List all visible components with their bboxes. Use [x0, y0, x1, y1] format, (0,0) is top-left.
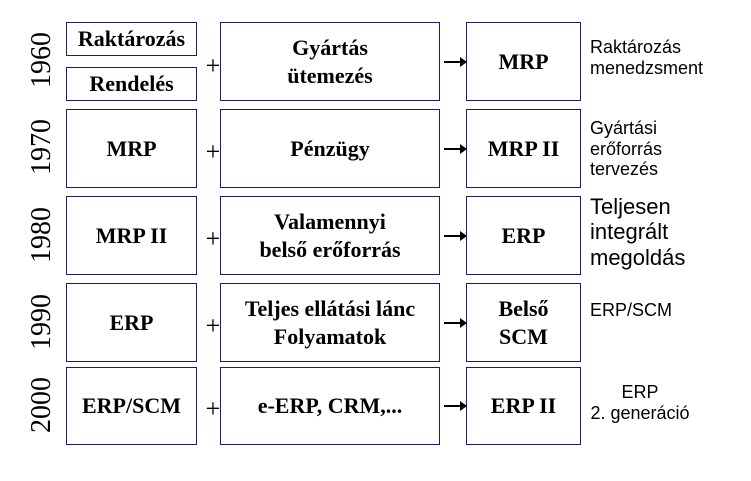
description-1980: Teljesen integrált megoldás: [590, 194, 686, 270]
input-box-1990: ERP: [66, 283, 197, 362]
process-line: e-ERP, CRM,...: [257, 393, 403, 419]
plus-operator: +: [205, 311, 221, 340]
description-1990: ERP/SCM: [590, 300, 673, 320]
process-line: Gyártás: [292, 35, 368, 60]
input-box-rendeles: Rendelés: [66, 67, 197, 101]
input-label: Rendelés: [89, 71, 174, 97]
input-label: ERP: [109, 309, 154, 335]
year-label-1970: 1970: [26, 119, 57, 175]
plus-operator: +: [205, 224, 221, 253]
output-line: Belső: [498, 296, 549, 321]
input-box-1980: MRP II: [66, 196, 197, 275]
description-1970: Gyártási erőforrás tervezés: [590, 118, 663, 180]
description-2000: ERP 2. generáció: [590, 382, 690, 423]
year-label-2000: 2000: [26, 377, 57, 433]
input-box-raktarozas: Raktározás: [66, 22, 197, 56]
process-line: ütemezés: [287, 62, 373, 88]
arrow-right-icon: [444, 144, 467, 154]
process-box-2000: e-ERP, CRM,...: [220, 367, 440, 445]
process-line: belső erőforrás: [259, 236, 401, 262]
output-line: ERP: [501, 222, 546, 248]
output-box-2000: ERP II: [466, 367, 581, 445]
output-line: MRP II: [487, 135, 560, 161]
process-line: Folyamatok: [273, 323, 387, 349]
process-box-1990: Teljes ellátási lánc Folyamatok: [220, 283, 440, 362]
plus-operator: +: [205, 394, 221, 423]
input-label: MRP II: [95, 222, 168, 248]
output-line: SCM: [499, 323, 548, 349]
input-box-1970: MRP: [66, 109, 197, 188]
output-line: ERP II: [490, 393, 557, 419]
plus-operator: +: [205, 51, 221, 80]
output-box-1970: MRP II: [466, 109, 581, 188]
arrow-right-icon: [444, 57, 467, 67]
input-box-2000: ERP/SCM: [66, 367, 197, 445]
process-line: Pénzügy: [290, 135, 370, 161]
output-line: MRP: [498, 48, 549, 74]
output-box-1990: Belső SCM: [466, 283, 581, 362]
year-label-1960: 1960: [26, 32, 57, 88]
plus-operator: +: [205, 137, 221, 166]
process-box-1980: Valamennyi belső erőforrás: [220, 196, 440, 275]
output-box-1980: ERP: [466, 196, 581, 275]
process-line: Valamennyi: [274, 209, 386, 234]
arrow-right-icon: [444, 231, 467, 241]
input-label: MRP: [106, 135, 157, 161]
input-label: ERP/SCM: [82, 393, 181, 419]
process-line: Teljes ellátási lánc: [244, 296, 416, 321]
year-label-1990: 1990: [26, 294, 57, 350]
arrow-right-icon: [444, 401, 467, 411]
description-1960: Raktározás menedzsment: [590, 37, 704, 78]
year-label-1980: 1980: [26, 207, 57, 263]
input-label: Raktározás: [77, 26, 186, 52]
output-box-1960: MRP: [466, 22, 581, 101]
arrow-right-icon: [444, 318, 467, 328]
process-box-1960: Gyártás ütemezés: [220, 22, 440, 101]
process-box-1970: Pénzügy: [220, 109, 440, 188]
